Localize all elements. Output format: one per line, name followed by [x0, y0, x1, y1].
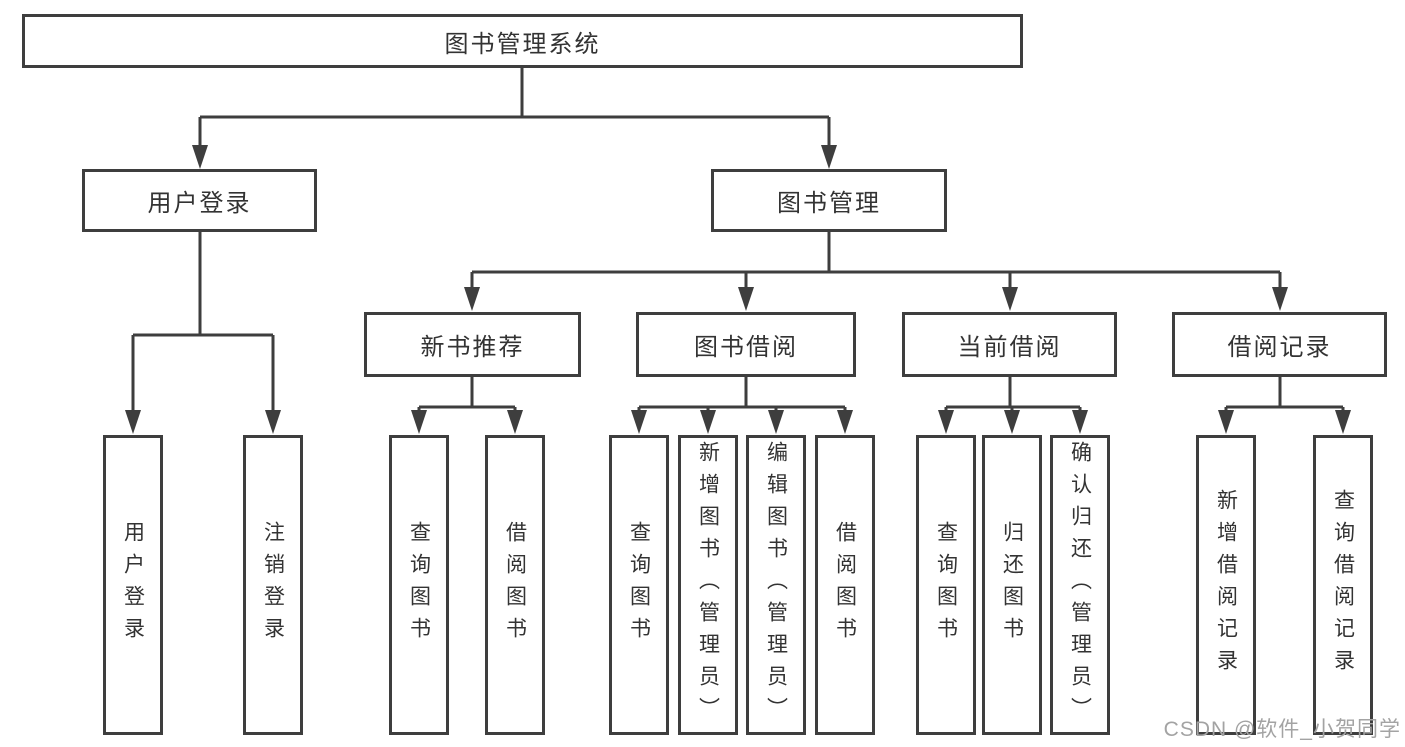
leaf-borrow-books-recommend-label: 借阅图书 [503, 521, 527, 649]
node-book-management-label: 图书管理 [777, 190, 881, 217]
leaf-confirm-return-admin: 确认归还（管理员） [1050, 435, 1110, 735]
node-borrowing-records-label: 借阅记录 [1227, 334, 1332, 361]
leaf-search-books-borrowing: 查询图书 [609, 435, 669, 735]
node-library-system: 图书管理系统 [22, 14, 1023, 68]
leaf-add-borrow-record-label: 新增借阅记录 [1214, 489, 1238, 681]
leaf-search-borrow-record: 查询借阅记录 [1313, 435, 1373, 735]
leaf-user-login: 用户登录 [103, 435, 163, 735]
node-current-borrowing: 当前借阅 [902, 312, 1117, 377]
leaf-borrow-books-borrowing: 借阅图书 [815, 435, 875, 735]
node-user-login-label: 用户登录 [147, 190, 252, 217]
node-book-borrowing-label: 图书借阅 [694, 334, 798, 361]
leaf-confirm-return-admin-label: 确认归还（管理员） [1068, 441, 1092, 729]
leaf-return-book: 归还图书 [982, 435, 1042, 735]
leaf-search-books-current: 查询图书 [916, 435, 976, 735]
leaf-edit-book-admin-label: 编辑图书（管理员） [764, 441, 788, 729]
node-borrowing-records: 借阅记录 [1172, 312, 1387, 377]
leaf-search-books-borrowing-label: 查询图书 [627, 521, 651, 649]
leaf-logout-label: 注销登录 [261, 521, 285, 649]
leaf-borrow-books-borrowing-label: 借阅图书 [833, 521, 857, 649]
leaf-search-books-current-label: 查询图书 [934, 521, 958, 649]
csdn-watermark: CSDN @软件_小贺同学 [1163, 718, 1401, 741]
node-current-borrowing-label: 当前借阅 [957, 334, 1062, 361]
leaf-add-borrow-record: 新增借阅记录 [1196, 435, 1256, 735]
node-library-system-label: 图书管理系统 [444, 30, 601, 58]
node-new-book-recommend-label: 新书推荐 [420, 334, 525, 361]
leaf-logout: 注销登录 [243, 435, 303, 735]
node-new-book-recommend: 新书推荐 [364, 312, 581, 377]
leaf-search-borrow-record-label: 查询借阅记录 [1331, 489, 1355, 681]
leaf-user-login-label: 用户登录 [121, 521, 145, 649]
leaf-add-book-admin-label: 新增图书（管理员） [696, 441, 720, 729]
arrowheads [125, 145, 1351, 434]
leaf-return-book-label: 归还图书 [1000, 521, 1024, 649]
node-user-login: 用户登录 [82, 169, 317, 232]
node-book-borrowing: 图书借阅 [636, 312, 856, 377]
node-book-management: 图书管理 [711, 169, 947, 232]
leaf-add-book-admin: 新增图书（管理员） [678, 435, 738, 735]
leaf-search-books-recommend-label: 查询图书 [407, 521, 431, 649]
leaf-edit-book-admin: 编辑图书（管理员） [746, 435, 806, 735]
leaf-search-books-recommend: 查询图书 [389, 435, 449, 735]
leaf-borrow-books-recommend: 借阅图书 [485, 435, 545, 735]
